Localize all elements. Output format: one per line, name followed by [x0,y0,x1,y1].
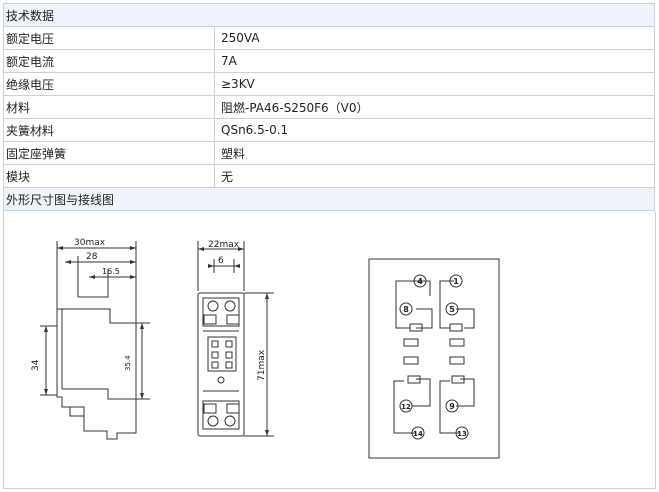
section-header-row: 外形尺寸图与接线图 [3,187,655,211]
table-row: 固定座弹簧 塑料 [3,141,655,165]
row-label: 夹簧材料 [3,118,215,142]
row-label: 额定电压 [3,26,215,50]
row-value: 阻燃-PA46-S250F6（V0） [214,95,655,119]
row-label: 固定座弹簧 [3,141,215,165]
dim-34: 34 [31,359,41,371]
dim-6: 6 [218,256,224,266]
terminal-label: 12 [401,403,411,411]
dim-28: 28 [86,252,98,262]
terminal-label: 9 [449,402,455,411]
table-header-row: 技术数据 [3,3,655,27]
row-value: QSn6.5-0.1 [214,118,655,142]
row-value: ≥3KV [214,72,655,96]
table-row: 模块 无 [3,164,655,188]
row-label: 模块 [3,164,215,188]
terminal-label: 8 [403,305,409,314]
terminal-label: 14 [413,430,423,438]
dim-71max: 71max [257,349,267,381]
spec-table: 技术数据 额定电压 250VA 额定电流 7A 绝缘电压 ≥3KV 材料 阻燃-… [3,3,655,211]
dim-22max: 22max [208,240,240,250]
front-view [197,241,274,437]
row-value: 7A [214,49,655,73]
table-title: 技术数据 [3,3,655,27]
row-label: 材料 [3,95,215,119]
section-title: 外形尺寸图与接线图 [3,187,655,211]
row-value: 塑料 [214,141,655,165]
dim-30max: 30max [74,238,106,248]
terminal-label: 4 [417,277,423,286]
wiring-diagram [368,258,500,459]
dimension-drawing: 30max 28 16.5 34 35.4 22max 6 71max 4 1 … [31,238,500,459]
table-row: 额定电压 250VA [3,26,655,50]
row-value: 无 [214,164,655,188]
dim-35-4: 35.4 [124,355,132,371]
row-value: 250VA [214,26,655,50]
drawing-area: 30max 28 16.5 34 35.4 22max 6 71max 4 1 … [3,211,656,489]
table-row: 夹簧材料 QSn6.5-0.1 [3,118,655,142]
table-row: 额定电流 7A [3,49,655,73]
table-row: 绝缘电压 ≥3KV [3,72,655,96]
table-row: 材料 阻燃-PA46-S250F6（V0） [3,95,655,119]
terminal-label: 13 [457,430,467,438]
terminal-label: 5 [449,305,455,314]
terminal-label: 1 [453,277,459,286]
row-label: 额定电流 [3,49,215,73]
side-view [40,241,150,440]
dim-16-5: 16.5 [102,267,120,276]
row-label: 绝缘电压 [3,72,215,96]
